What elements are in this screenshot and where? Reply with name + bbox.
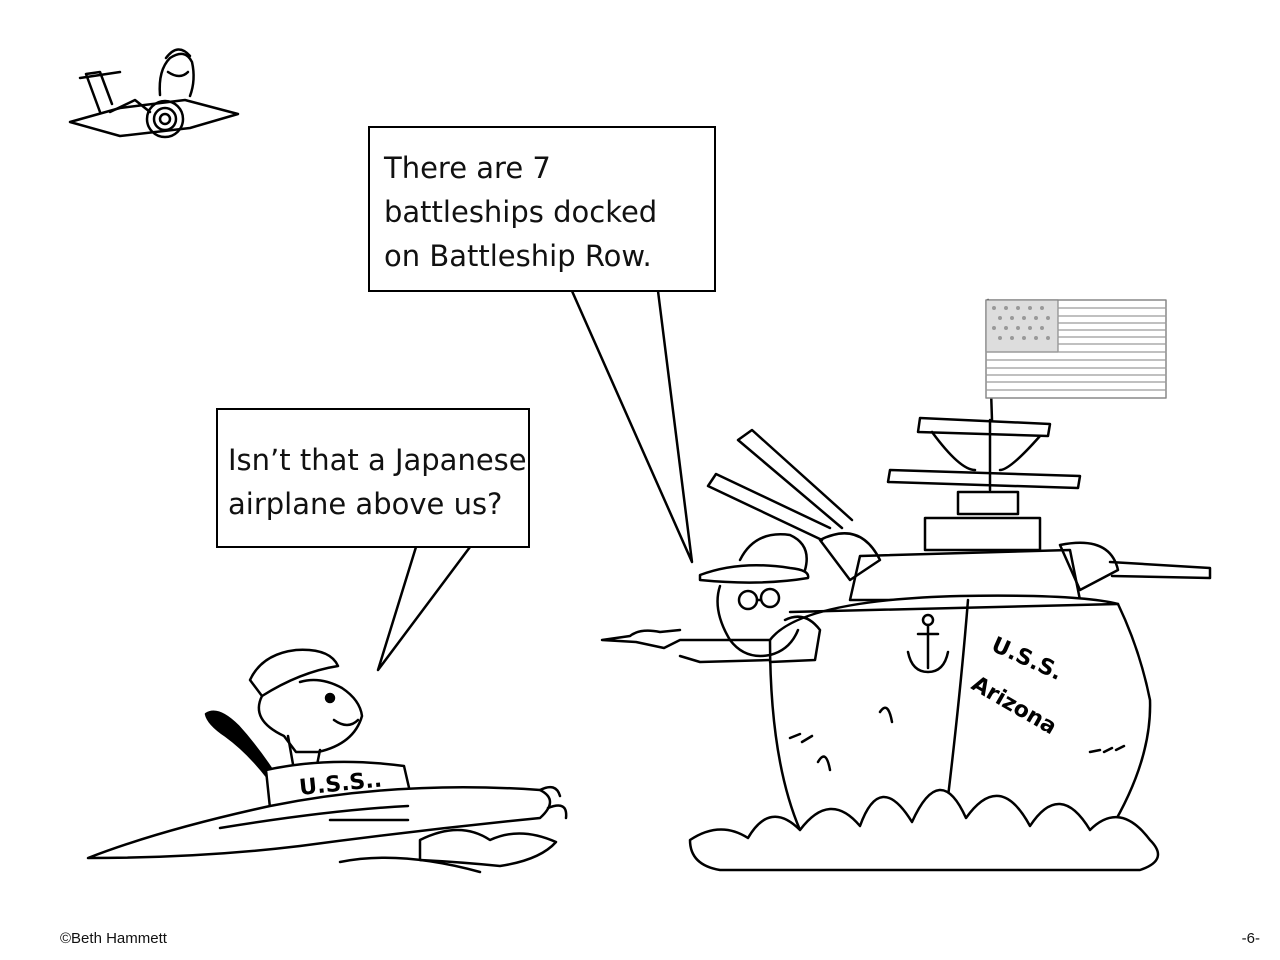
page-number: -6- bbox=[1241, 930, 1260, 947]
bubble-line: on Battleship Row. bbox=[384, 239, 652, 273]
captain-figure bbox=[600, 533, 822, 664]
small-boat-uss bbox=[86, 710, 568, 874]
speech-bubble-captain: There are 7 battleships docked on Battle… bbox=[368, 126, 716, 292]
bubble-line: There are 7 bbox=[384, 151, 551, 185]
american-flag-icon bbox=[985, 298, 1167, 422]
bubble-left-tail bbox=[376, 545, 472, 672]
bubble-line: battleships docked bbox=[384, 195, 658, 229]
bubble-line: Isn’t that a Japanese bbox=[228, 443, 527, 477]
copyright-text: ©Beth Hammett bbox=[60, 930, 167, 947]
battleship-uss-arizona bbox=[688, 416, 1212, 872]
bubble-line: airplane above us? bbox=[228, 487, 503, 521]
bubble-right-tail bbox=[570, 289, 694, 564]
japanese-airplane-icon bbox=[68, 48, 240, 139]
anchor-icon bbox=[906, 613, 950, 674]
speech-bubble-sailor: Isn’t that a Japanese airplane above us? bbox=[216, 408, 530, 548]
sailor-figure bbox=[248, 648, 364, 772]
